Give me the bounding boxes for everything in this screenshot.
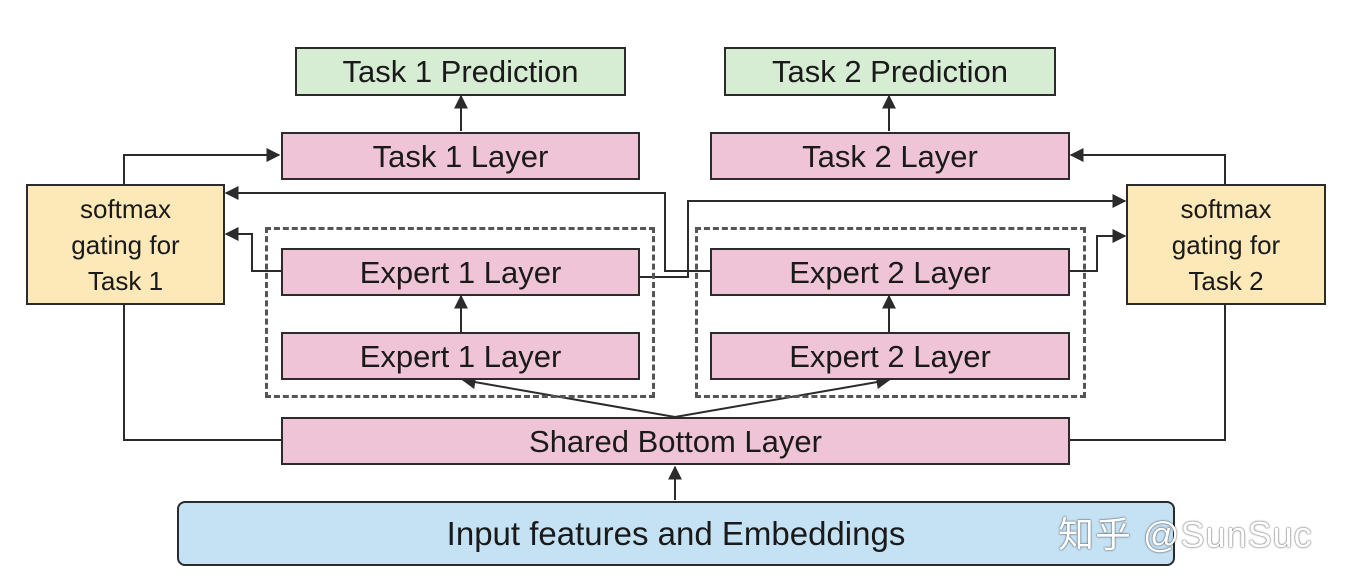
task2-layer-node: Task 2 Layer (710, 132, 1070, 180)
edge-expert1-to-gate2 (639, 194, 1127, 278)
edge-gate2-to-task2-layer (1069, 148, 1226, 184)
input-features-node: Input features and Embeddings (177, 501, 1175, 566)
gating-task2-node: softmax gating for Task 2 (1126, 184, 1326, 305)
edge-shared-to-expert2 (674, 375, 891, 418)
edge-gate1-to-task1-layer (123, 148, 281, 184)
expert2-upper-node: Expert 2 Layer (710, 248, 1070, 296)
edge-shared-to-expert1 (461, 375, 676, 418)
edge-shared-to-gate1 (123, 305, 281, 441)
watermark-text: 知乎 @SunSuc (1058, 514, 1313, 555)
edge-shared-to-gate2 (1069, 305, 1226, 441)
expert2-lower-node: Expert 2 Layer (710, 332, 1070, 380)
expert-1-group (265, 227, 655, 398)
gating-task1-node: softmax gating for Task 1 (26, 184, 225, 305)
task1-layer-node: Task 1 Layer (281, 132, 640, 180)
task2-prediction-node: Task 2 Prediction (724, 47, 1056, 96)
task1-prediction-node: Task 1 Prediction (295, 47, 626, 96)
expert1-upper-node: Expert 1 Layer (281, 248, 640, 296)
shared-bottom-node: Shared Bottom Layer (281, 417, 1070, 465)
expert-2-group (695, 227, 1086, 398)
expert1-lower-node: Expert 1 Layer (281, 332, 640, 380)
